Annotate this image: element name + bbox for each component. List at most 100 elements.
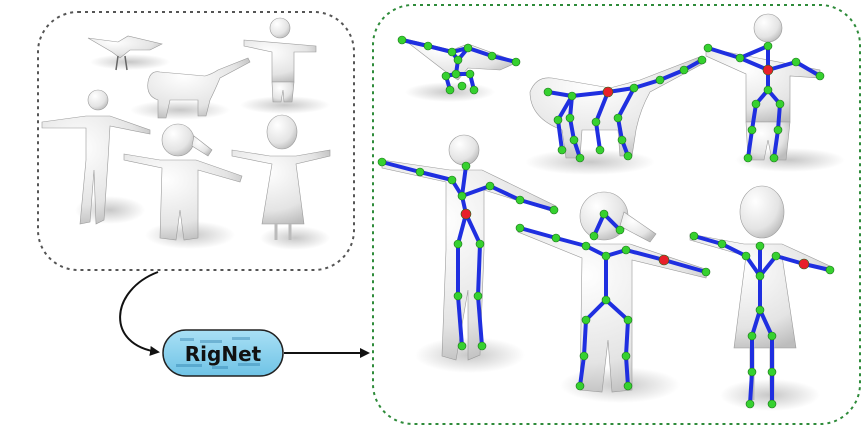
bone bbox=[720, 242, 748, 258]
bone bbox=[418, 170, 454, 182]
joint bbox=[515, 195, 525, 205]
joint bbox=[767, 399, 777, 409]
joint bbox=[461, 161, 471, 171]
joint bbox=[623, 315, 633, 325]
bone bbox=[758, 308, 774, 338]
joint bbox=[701, 267, 711, 277]
bone bbox=[746, 128, 754, 160]
bone bbox=[594, 90, 610, 124]
root-joint bbox=[658, 254, 670, 266]
joint bbox=[451, 69, 461, 79]
bone bbox=[624, 354, 630, 388]
input-boy-mesh bbox=[240, 17, 330, 114]
joint bbox=[601, 251, 611, 261]
joint bbox=[773, 125, 783, 135]
joint bbox=[549, 205, 559, 215]
joint bbox=[457, 191, 467, 201]
bone bbox=[518, 226, 558, 240]
root-joint bbox=[762, 64, 774, 76]
joint bbox=[453, 55, 463, 65]
joint bbox=[441, 71, 451, 81]
joint bbox=[767, 367, 777, 377]
bone bbox=[578, 354, 586, 388]
joint bbox=[377, 157, 387, 167]
bone bbox=[772, 128, 780, 160]
bone bbox=[556, 118, 564, 152]
rigged-bird bbox=[401, 37, 519, 102]
bone bbox=[556, 94, 574, 122]
joint bbox=[463, 43, 473, 53]
joint bbox=[397, 35, 407, 45]
joint bbox=[567, 91, 577, 101]
bone bbox=[632, 78, 662, 90]
joint bbox=[465, 69, 475, 79]
bone bbox=[624, 318, 630, 358]
bone bbox=[488, 184, 522, 202]
joint bbox=[569, 135, 579, 145]
joint bbox=[613, 113, 623, 123]
joint bbox=[655, 75, 665, 85]
bone bbox=[706, 46, 742, 60]
joint bbox=[735, 53, 745, 63]
joint bbox=[511, 57, 521, 67]
joint bbox=[473, 291, 483, 301]
joint bbox=[457, 81, 467, 91]
input-bird-mesh bbox=[87, 35, 170, 71]
joint bbox=[747, 367, 757, 377]
joint bbox=[553, 115, 563, 125]
joint bbox=[763, 85, 773, 95]
joint bbox=[595, 145, 605, 155]
joint bbox=[515, 223, 525, 233]
bone bbox=[380, 160, 422, 174]
joint bbox=[623, 381, 633, 391]
joint bbox=[575, 153, 585, 163]
rignet-texture bbox=[176, 337, 260, 369]
input-tiger-mesh bbox=[130, 57, 251, 120]
joint bbox=[771, 251, 781, 261]
bone bbox=[604, 298, 630, 322]
joint bbox=[423, 41, 433, 51]
bone bbox=[584, 298, 608, 322]
bone bbox=[692, 234, 724, 246]
joint bbox=[689, 231, 699, 241]
input-woman-mesh bbox=[41, 89, 151, 225]
joint bbox=[747, 331, 757, 341]
input-to-rignet-arrow bbox=[119, 271, 160, 356]
joint bbox=[679, 65, 689, 75]
joint bbox=[447, 175, 457, 185]
joint bbox=[575, 381, 585, 391]
bone bbox=[750, 102, 758, 132]
joint bbox=[565, 113, 575, 123]
joint bbox=[825, 265, 835, 275]
bone bbox=[400, 38, 430, 48]
joint bbox=[487, 51, 497, 61]
joint bbox=[457, 341, 467, 351]
joint bbox=[601, 295, 611, 305]
bone bbox=[662, 258, 708, 274]
bone bbox=[476, 242, 482, 298]
joint bbox=[755, 305, 765, 315]
bone bbox=[776, 102, 782, 132]
joint bbox=[589, 231, 599, 241]
joint bbox=[751, 99, 761, 109]
joint bbox=[485, 181, 495, 191]
joint bbox=[815, 71, 825, 81]
joint bbox=[579, 351, 589, 361]
joint bbox=[791, 57, 801, 67]
bone bbox=[476, 294, 484, 348]
joint bbox=[543, 87, 553, 97]
bone bbox=[738, 44, 770, 60]
bone bbox=[570, 90, 610, 98]
skeleton-tiger bbox=[543, 55, 707, 163]
bone bbox=[594, 120, 602, 152]
joint bbox=[769, 153, 779, 163]
bone bbox=[582, 318, 588, 358]
joint bbox=[767, 331, 777, 341]
bone bbox=[554, 236, 588, 248]
rigged-output-panel bbox=[372, 4, 861, 425]
joint bbox=[453, 239, 463, 249]
bone bbox=[518, 198, 556, 212]
joint bbox=[447, 47, 457, 57]
bone bbox=[616, 86, 636, 120]
